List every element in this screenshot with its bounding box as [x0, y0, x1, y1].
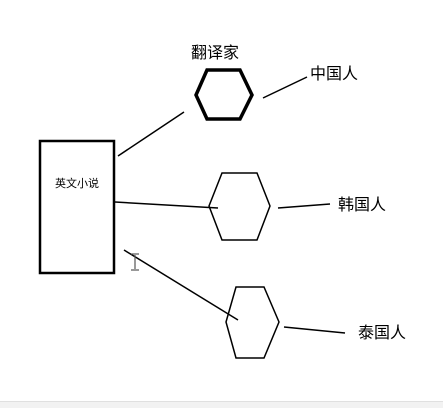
bottom-scroll-strip [0, 401, 443, 408]
translator-label: 翻译家 [191, 43, 239, 62]
label-korean: 韩国人 [338, 195, 386, 214]
label-thai: 泰国人 [358, 323, 406, 342]
hexagon-top [194, 68, 254, 121]
line-hexagon-middle-to-label [277, 203, 331, 209]
line-hexagon-bottom-to-label [283, 326, 346, 334]
line-book-to-hexagon-middle [114, 201, 219, 209]
book-box [38, 139, 116, 275]
text-cursor-icon [131, 253, 139, 271]
hexagon-bottom [225, 286, 280, 359]
line-book-to-hexagon-bottom [123, 249, 239, 321]
line-hexagon-top-to-label [262, 76, 308, 99]
book-label: 英文小说 [55, 176, 99, 190]
label-chinese: 中国人 [310, 64, 358, 83]
hexagon-middle [208, 172, 271, 241]
line-book-to-hexagon-top [117, 111, 185, 157]
